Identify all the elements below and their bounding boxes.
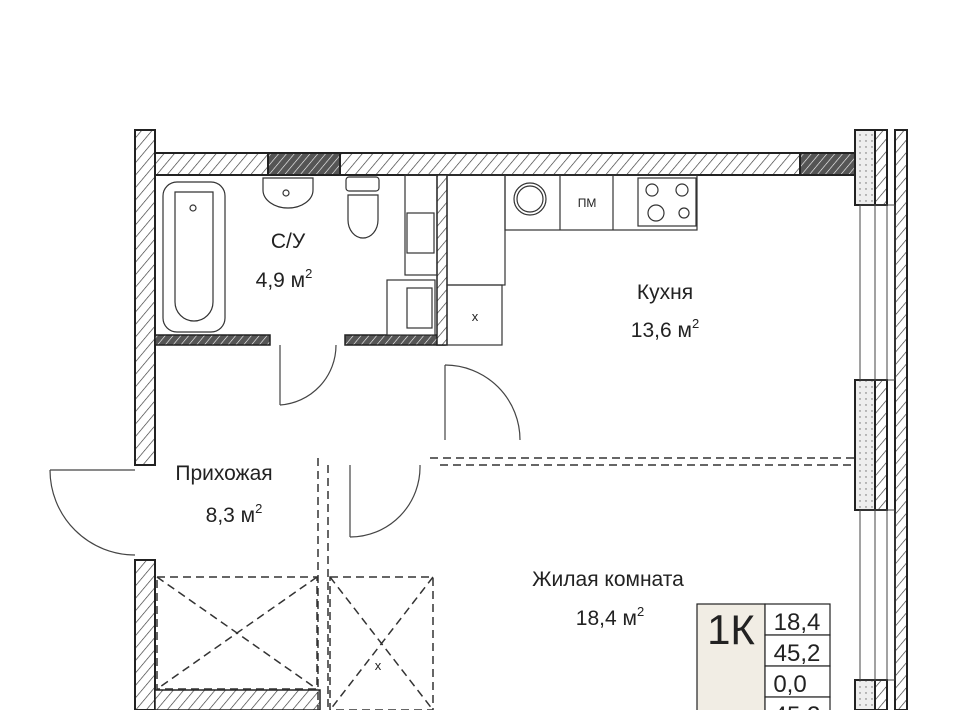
summary-value: 18,4 <box>774 609 821 636</box>
summary-value: 45,2 <box>774 640 821 667</box>
room-bathroom: С/У 4,9 м2 <box>256 230 313 292</box>
room-living: Жилая комната 18,4 м2 <box>532 568 684 630</box>
room-name: Жилая комната <box>532 568 684 591</box>
apartment-type: 1К <box>707 606 755 653</box>
room-area: 4,9 м2 <box>256 266 313 292</box>
doors <box>49 344 521 556</box>
light-partitions <box>156 457 855 710</box>
room-name: С/У <box>271 230 306 253</box>
bathtub-inner <box>174 191 214 322</box>
walls <box>134 129 908 710</box>
summary-value: 0,0 <box>773 671 806 698</box>
toilet-icon <box>345 176 380 192</box>
bathroom-fixtures <box>162 174 438 336</box>
corridor-mark: x <box>375 658 382 673</box>
room-area: 8,3 м2 <box>206 501 263 527</box>
room-kitchen: Кухня 13,6 м2 <box>631 281 699 342</box>
summary-table <box>696 603 831 710</box>
room-name: Кухня <box>637 281 693 304</box>
kitchen-mark: x <box>472 309 479 324</box>
stove-icon <box>637 177 697 227</box>
kitchen-fixtures <box>446 174 698 346</box>
room-hallway: Прихожая 8,3 м2 <box>175 462 272 527</box>
room-name: Прихожая <box>175 462 272 485</box>
fridge-label: ПМ <box>578 196 597 210</box>
partitions <box>154 174 448 710</box>
room-area: 18,4 м2 <box>576 604 644 630</box>
summary-value: 45,2 <box>774 702 821 710</box>
windows <box>859 204 896 681</box>
room-area: 13,6 м2 <box>631 316 699 342</box>
sink-icon <box>513 182 547 216</box>
